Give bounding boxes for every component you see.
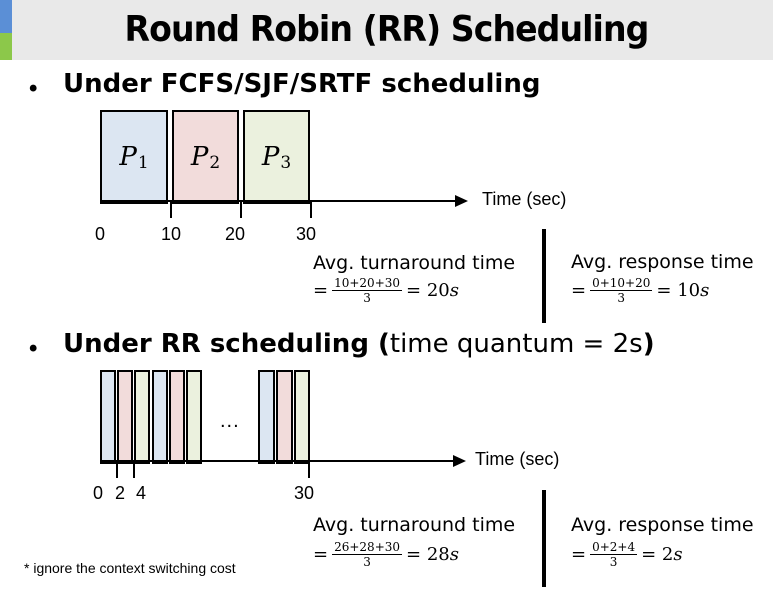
- section-heading-fcfs: Under FCFS/SJF/SRTF scheduling: [63, 69, 541, 99]
- fraction-denominator: 3: [363, 555, 371, 569]
- tick-label-20: 20: [224, 224, 246, 244]
- time-axis-label-2: Time (sec): [475, 449, 560, 469]
- equals-sign: =: [571, 544, 587, 565]
- equals-sign: =: [313, 280, 329, 301]
- tick-label-0: 0: [94, 224, 105, 244]
- tick-mark-2: [116, 460, 118, 478]
- time-axis-1: [100, 200, 456, 202]
- tick-mark-10: [170, 200, 172, 218]
- title-bar: [0, 0, 773, 60]
- turnaround-formula-2: = 26+28+30 3 = 28s: [313, 540, 459, 569]
- rr-slice-p2: [169, 370, 185, 464]
- response-heading-1: Avg. response time: [571, 251, 754, 273]
- section1-divider: [542, 229, 546, 323]
- time-axis-arrow-2: [453, 455, 466, 467]
- response-result-1: = 10s: [656, 280, 710, 301]
- rr-slice-p1: [258, 370, 275, 464]
- fraction-numerator: 10+20+30: [332, 276, 403, 291]
- rr-slice-p3: [134, 370, 150, 464]
- tick-label-4: 4: [135, 483, 146, 503]
- ellipsis: ...: [220, 410, 240, 432]
- response-fraction-2: 0+2+4 3: [590, 540, 638, 569]
- tick-mark-30: [308, 460, 310, 478]
- bullet-marker: •: [29, 335, 38, 362]
- fraction-denominator: 3: [617, 291, 626, 305]
- equals-sign: =: [313, 544, 329, 565]
- turnaround-heading-1: Avg. turnaround time: [313, 252, 516, 274]
- tick-label-30: 30: [295, 224, 317, 244]
- time-axis-label-1: Time (sec): [482, 189, 567, 209]
- rr-slice-p3: [186, 370, 202, 464]
- time-axis-arrow-1: [455, 195, 468, 207]
- slide-title: Round Robin (RR) Scheduling: [124, 9, 650, 50]
- section-heading-rr: Under RR scheduling (time quantum = 2s): [63, 329, 655, 359]
- turnaround-fraction-1: 10+20+30 3: [332, 276, 403, 305]
- turnaround-fraction-2: 26+28+30 3: [332, 540, 403, 569]
- turnaround-result-2: = 28s: [406, 544, 459, 565]
- tick-mark-20: [240, 200, 242, 218]
- tick-mark-30: [310, 200, 312, 218]
- tick-label-0: 0: [92, 483, 103, 503]
- footnote: * ignore the context switching cost: [24, 560, 236, 576]
- response-fraction-1: 0+10+20 3: [590, 276, 653, 305]
- bullet-marker: •: [29, 75, 38, 102]
- rr-slice-p2: [117, 370, 133, 464]
- response-formula-2: = 0+2+4 3 = 2s: [571, 540, 683, 569]
- response-formula-1: = 0+10+20 3 = 10s: [571, 276, 709, 305]
- turnaround-formula-1: = 10+20+30 3 = 20s: [313, 276, 459, 305]
- section2-divider: [542, 490, 546, 587]
- accent-bar-blue: [0, 0, 12, 33]
- fraction-numerator: 0+10+20: [590, 276, 653, 291]
- turnaround-heading-2: Avg. turnaround time: [313, 514, 516, 536]
- turnaround-result-1: = 20s: [406, 280, 459, 301]
- rr-slice-p1: [152, 370, 168, 464]
- equals-sign: =: [571, 280, 587, 301]
- rr-slice-p1: [100, 370, 116, 464]
- rr-slice-p3: [294, 370, 310, 464]
- fraction-denominator: 3: [363, 291, 371, 305]
- tick-label-2: 2: [114, 483, 125, 503]
- response-heading-2: Avg. response time: [571, 514, 754, 536]
- fraction-numerator: 0+2+4: [590, 540, 638, 555]
- tick-mark-4: [133, 460, 135, 478]
- time-axis-2: [100, 460, 454, 462]
- tick-label-30: 30: [293, 483, 315, 503]
- fraction-numerator: 26+28+30: [332, 540, 403, 555]
- accent-bar-green: [0, 33, 12, 60]
- response-result-2: = 2s: [641, 544, 683, 565]
- tick-label-10: 10: [160, 224, 182, 244]
- rr-slice-p2: [276, 370, 293, 464]
- fraction-denominator: 3: [609, 555, 618, 569]
